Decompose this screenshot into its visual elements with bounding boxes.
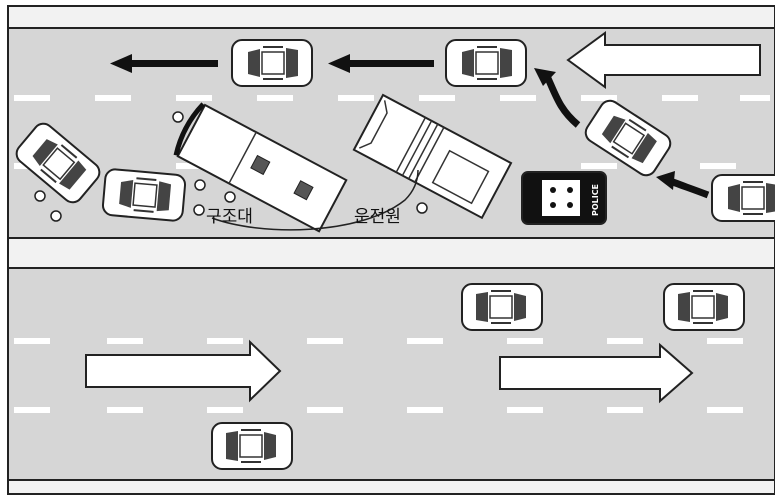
police-car-icon: POLICE — [522, 172, 606, 224]
rescue-team-label: 구조대 — [206, 207, 253, 227]
car-icon — [664, 284, 744, 330]
crashed-car-icon — [102, 169, 186, 222]
bottom-shoulder — [8, 480, 775, 494]
car-icon — [232, 40, 312, 86]
car-icon — [712, 175, 775, 221]
car-icon — [446, 40, 526, 86]
median-strip — [8, 238, 775, 268]
car-icon — [462, 284, 542, 330]
driver-label: 운전원 — [354, 207, 401, 227]
car-icon — [212, 423, 292, 469]
police-label: POLICE — [591, 184, 600, 216]
top-shoulder — [8, 6, 775, 28]
